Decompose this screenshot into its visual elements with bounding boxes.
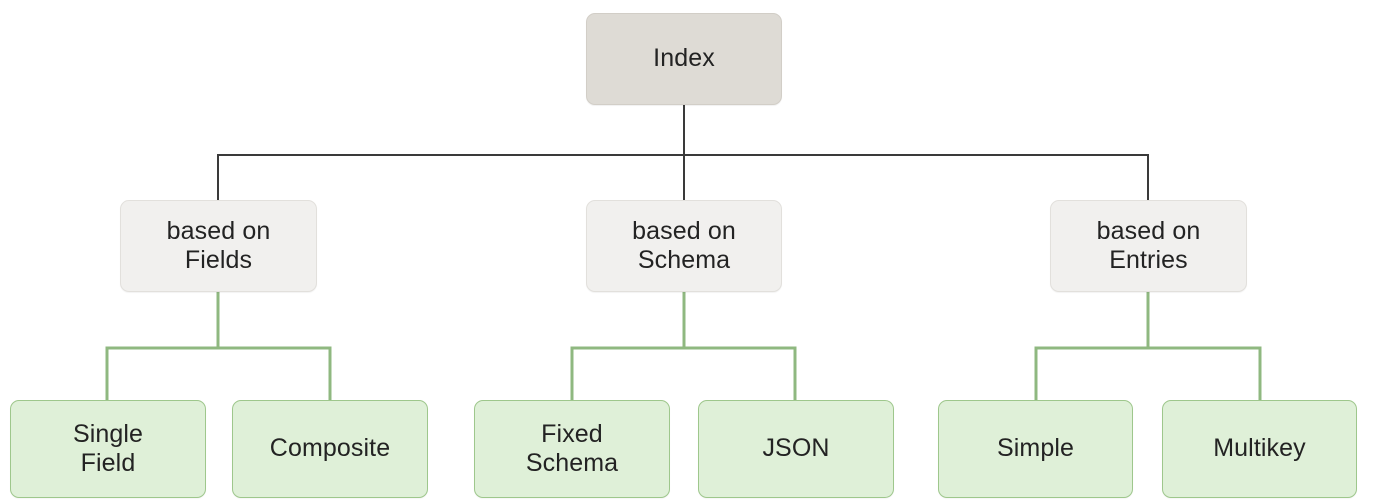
level1-edge-group [217,104,1149,201]
node-based-on-entries[interactable]: based on Entries [1050,200,1247,292]
node-composite[interactable]: Composite [232,400,428,498]
node-single-field[interactable]: Single Field [10,400,206,498]
node-json[interactable]: JSON [698,400,894,498]
node-based-on-schema[interactable]: based on Schema [586,200,782,292]
node-index[interactable]: Index [586,13,782,105]
node-fixed-schema[interactable]: Fixed Schema [474,400,670,498]
node-based-on-fields[interactable]: based on Fields [120,200,317,292]
node-multikey[interactable]: Multikey [1162,400,1357,498]
level2-edge-group [105,290,1262,402]
node-simple[interactable]: Simple [938,400,1133,498]
